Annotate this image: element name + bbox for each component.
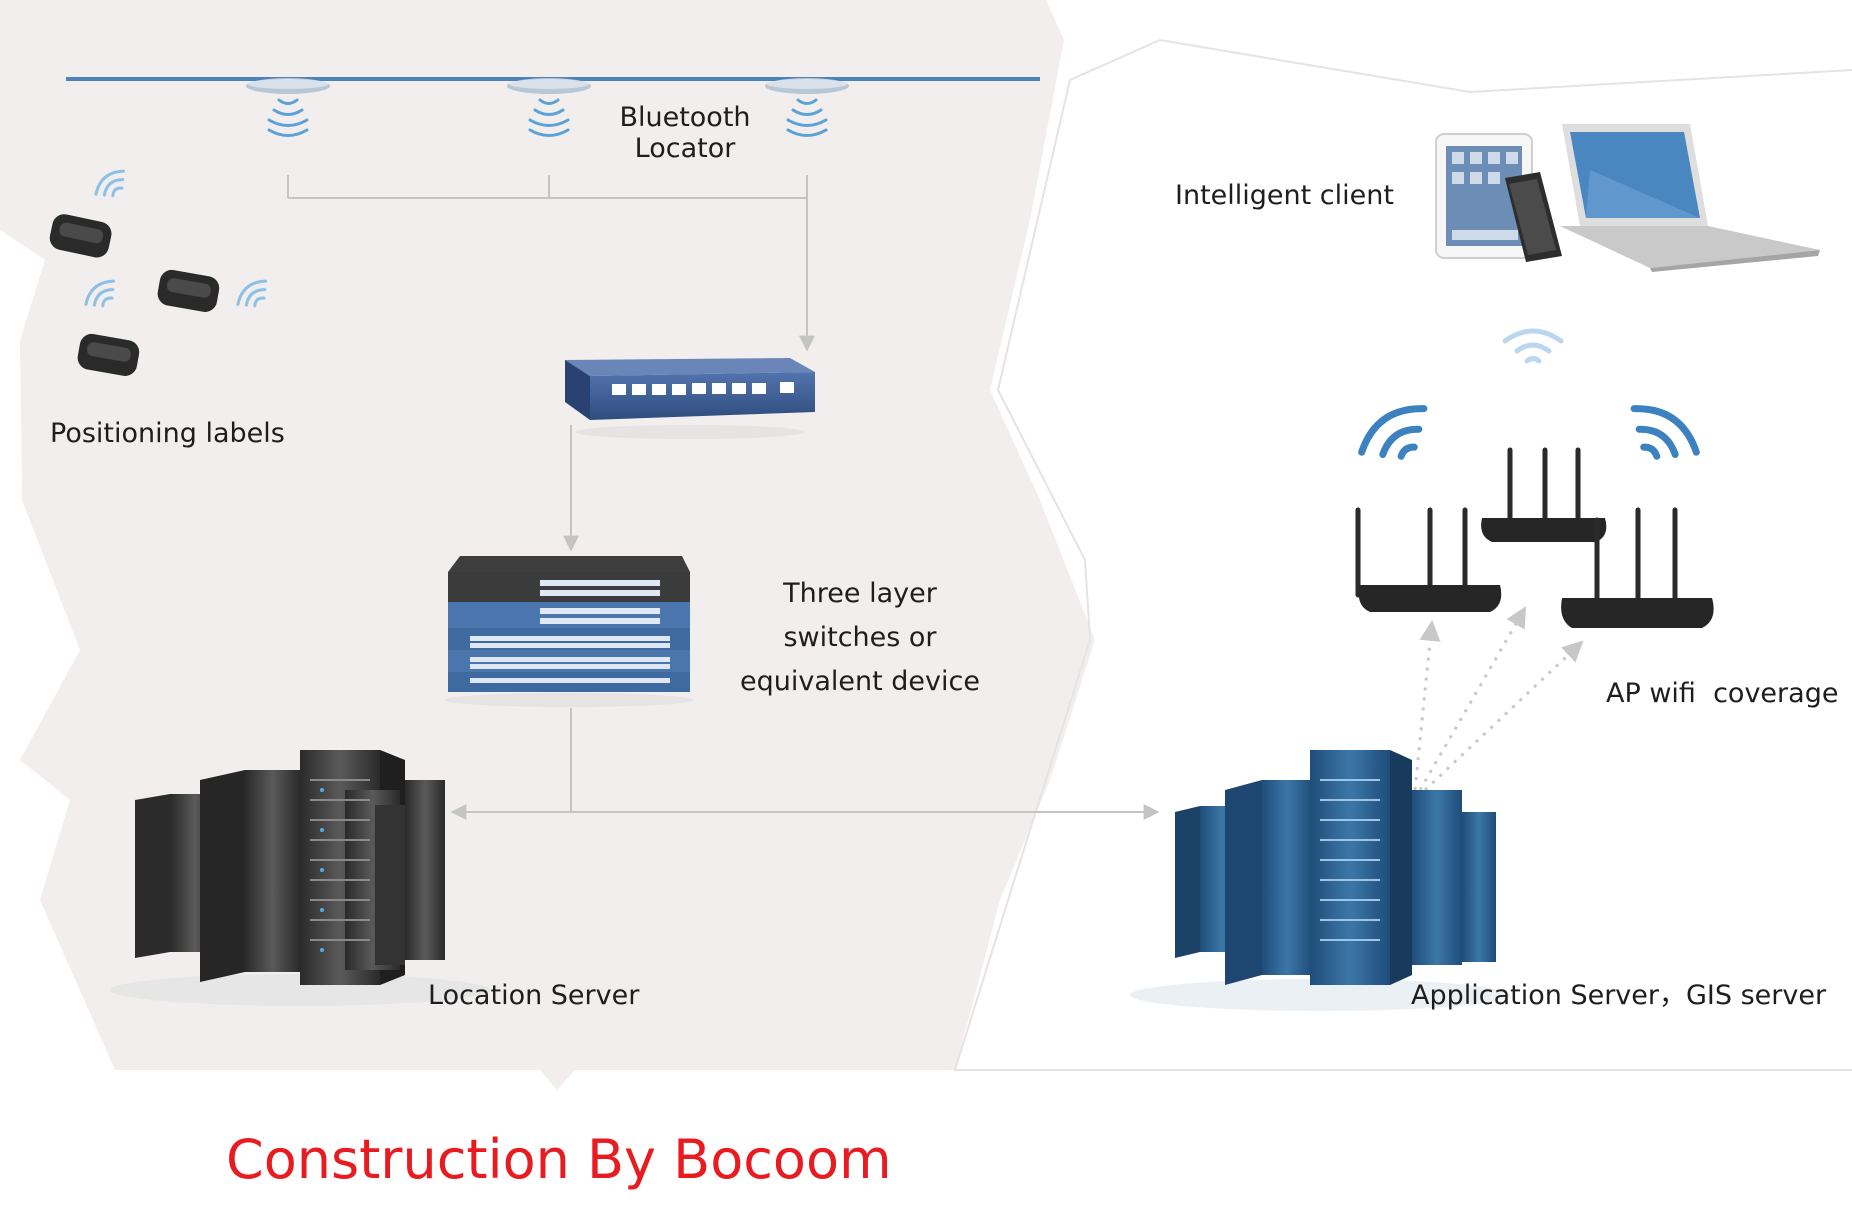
- locator-node-icon: [246, 78, 330, 94]
- phone-icon: [1505, 172, 1562, 262]
- diagram-title: Construction By Bocoom: [226, 1128, 892, 1191]
- location-server-label: Location Server: [428, 980, 640, 1011]
- three-layer-switch-label: Three layer switches or equivalent devic…: [735, 572, 985, 704]
- tag-signal-icon: [84, 169, 268, 308]
- network-switch-icon: [565, 358, 815, 439]
- laptop-icon: [1560, 124, 1820, 272]
- positioning-labels-label: Positioning labels: [50, 418, 285, 449]
- wifi-router-icon: [1561, 507, 1714, 628]
- application-server-icon: [1130, 750, 1510, 1011]
- bluetooth-locator-label-line1: Bluetooth: [619, 102, 751, 133]
- positioning-tag-icon: [49, 214, 220, 376]
- wifi-router-icon: [1355, 507, 1502, 612]
- tablet-icon: [1435, 133, 1533, 259]
- locator-connectors: [287, 175, 815, 352]
- bluetooth-locator-label-line2: Locator: [634, 133, 736, 165]
- wifi-router-icon: [1481, 447, 1607, 542]
- wifi-signal-icon: [1358, 328, 1700, 460]
- bluetooth-locator-label: Bluetooth Locator: [600, 102, 770, 164]
- locator-node-icon: [507, 78, 591, 94]
- ap-wifi-coverage-label: AP wifi coverage: [1606, 678, 1839, 709]
- left-panel-notch: [540, 1070, 575, 1090]
- core-to-servers-connector: [450, 708, 1160, 820]
- intelligent-client-label: Intelligent client: [1175, 180, 1394, 211]
- locator-signal-icon: [267, 98, 828, 137]
- application-server-label: Application Server，GIS server: [1411, 980, 1827, 1011]
- locator-node-icon: [765, 78, 849, 94]
- bluetooth-locator-rail: [66, 77, 1040, 94]
- layer3-switch-stack-icon: [444, 556, 694, 707]
- server-to-ap-connectors: [1413, 606, 1584, 792]
- three-layer-switch-label-line3: equivalent device: [740, 666, 980, 697]
- location-server-icon: [110, 750, 490, 1006]
- right-panel-outline: [953, 38, 1852, 1071]
- three-layer-switch-label-line1: Three layer: [783, 578, 937, 609]
- three-layer-switch-label-line2: switches or: [783, 622, 937, 653]
